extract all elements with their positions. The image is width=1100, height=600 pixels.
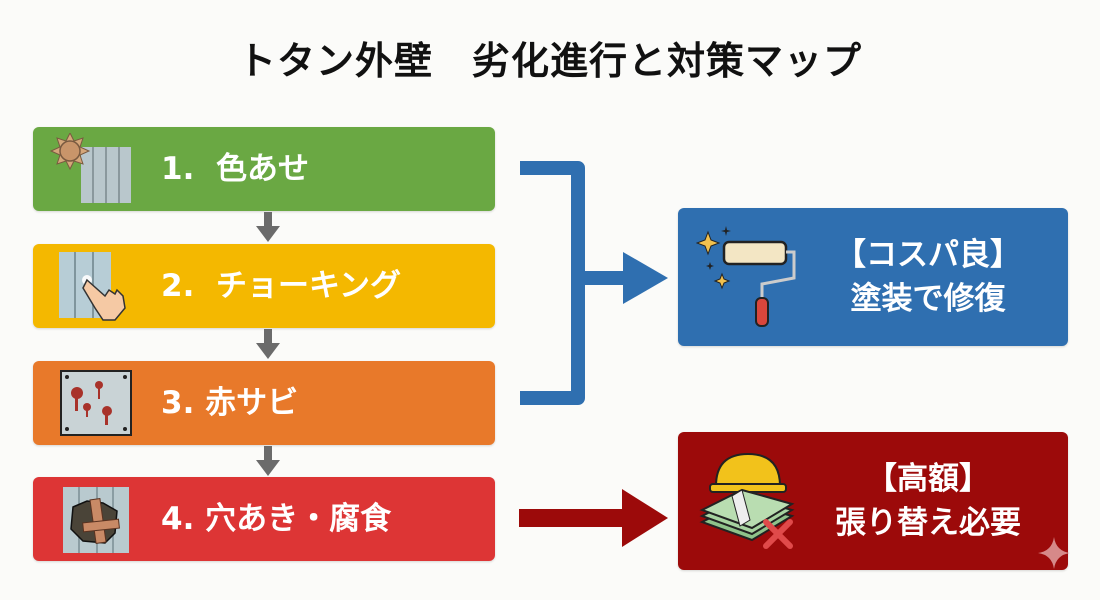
replace-arrow-shaft: [519, 509, 629, 527]
finger-touch-panel-icon: [59, 252, 126, 321]
stage-label: 2. チョーキング: [161, 268, 402, 304]
stage-3-red-rust: 3. 赤サビ: [33, 361, 495, 445]
down-arrow-icon: [256, 446, 280, 476]
down-arrow-icon: [256, 212, 280, 242]
stage-1-fading: 1. 色あせ: [33, 127, 495, 211]
stage-2-chalking: 2. チョーキング: [33, 244, 495, 328]
rusted-panel-icon: [60, 370, 132, 436]
bracket-connector: [520, 161, 585, 405]
money-stack-icon: [699, 488, 795, 542]
sparkle-icon: [1038, 537, 1070, 569]
stage-label: 3. 赤サビ: [161, 385, 299, 421]
holed-panel-icon: [63, 487, 129, 553]
repaint-arrow-head: [623, 252, 668, 304]
sun-faded-panel-icon: [49, 133, 131, 203]
paint-roller-icon: [696, 226, 796, 327]
result-text: 張り替え必要: [835, 505, 1021, 541]
repaint-arrow-shaft: [578, 271, 628, 285]
result-tag: 【高額】: [866, 461, 990, 497]
replace-arrow-head: [622, 489, 668, 547]
stage-4-holes-corrosion: 4. 穴あき・腐食: [33, 477, 495, 561]
helmet-money-icon: [699, 452, 795, 549]
result-repaint: 【コスパ良】 塗装で修復: [678, 208, 1068, 346]
result-replace: 【高額】 張り替え必要: [678, 432, 1068, 570]
down-arrow-icon: [256, 329, 280, 359]
result-text: 塗装で修復: [850, 281, 1006, 317]
stage-label: 1. 色あせ: [161, 151, 309, 187]
page-title: トタン外壁 劣化進行と対策マップ: [237, 39, 862, 83]
cross-icon: [763, 519, 793, 549]
stage-label: 4. 穴あき・腐食: [161, 501, 392, 537]
result-tag: 【コスパ良】: [835, 237, 1021, 273]
